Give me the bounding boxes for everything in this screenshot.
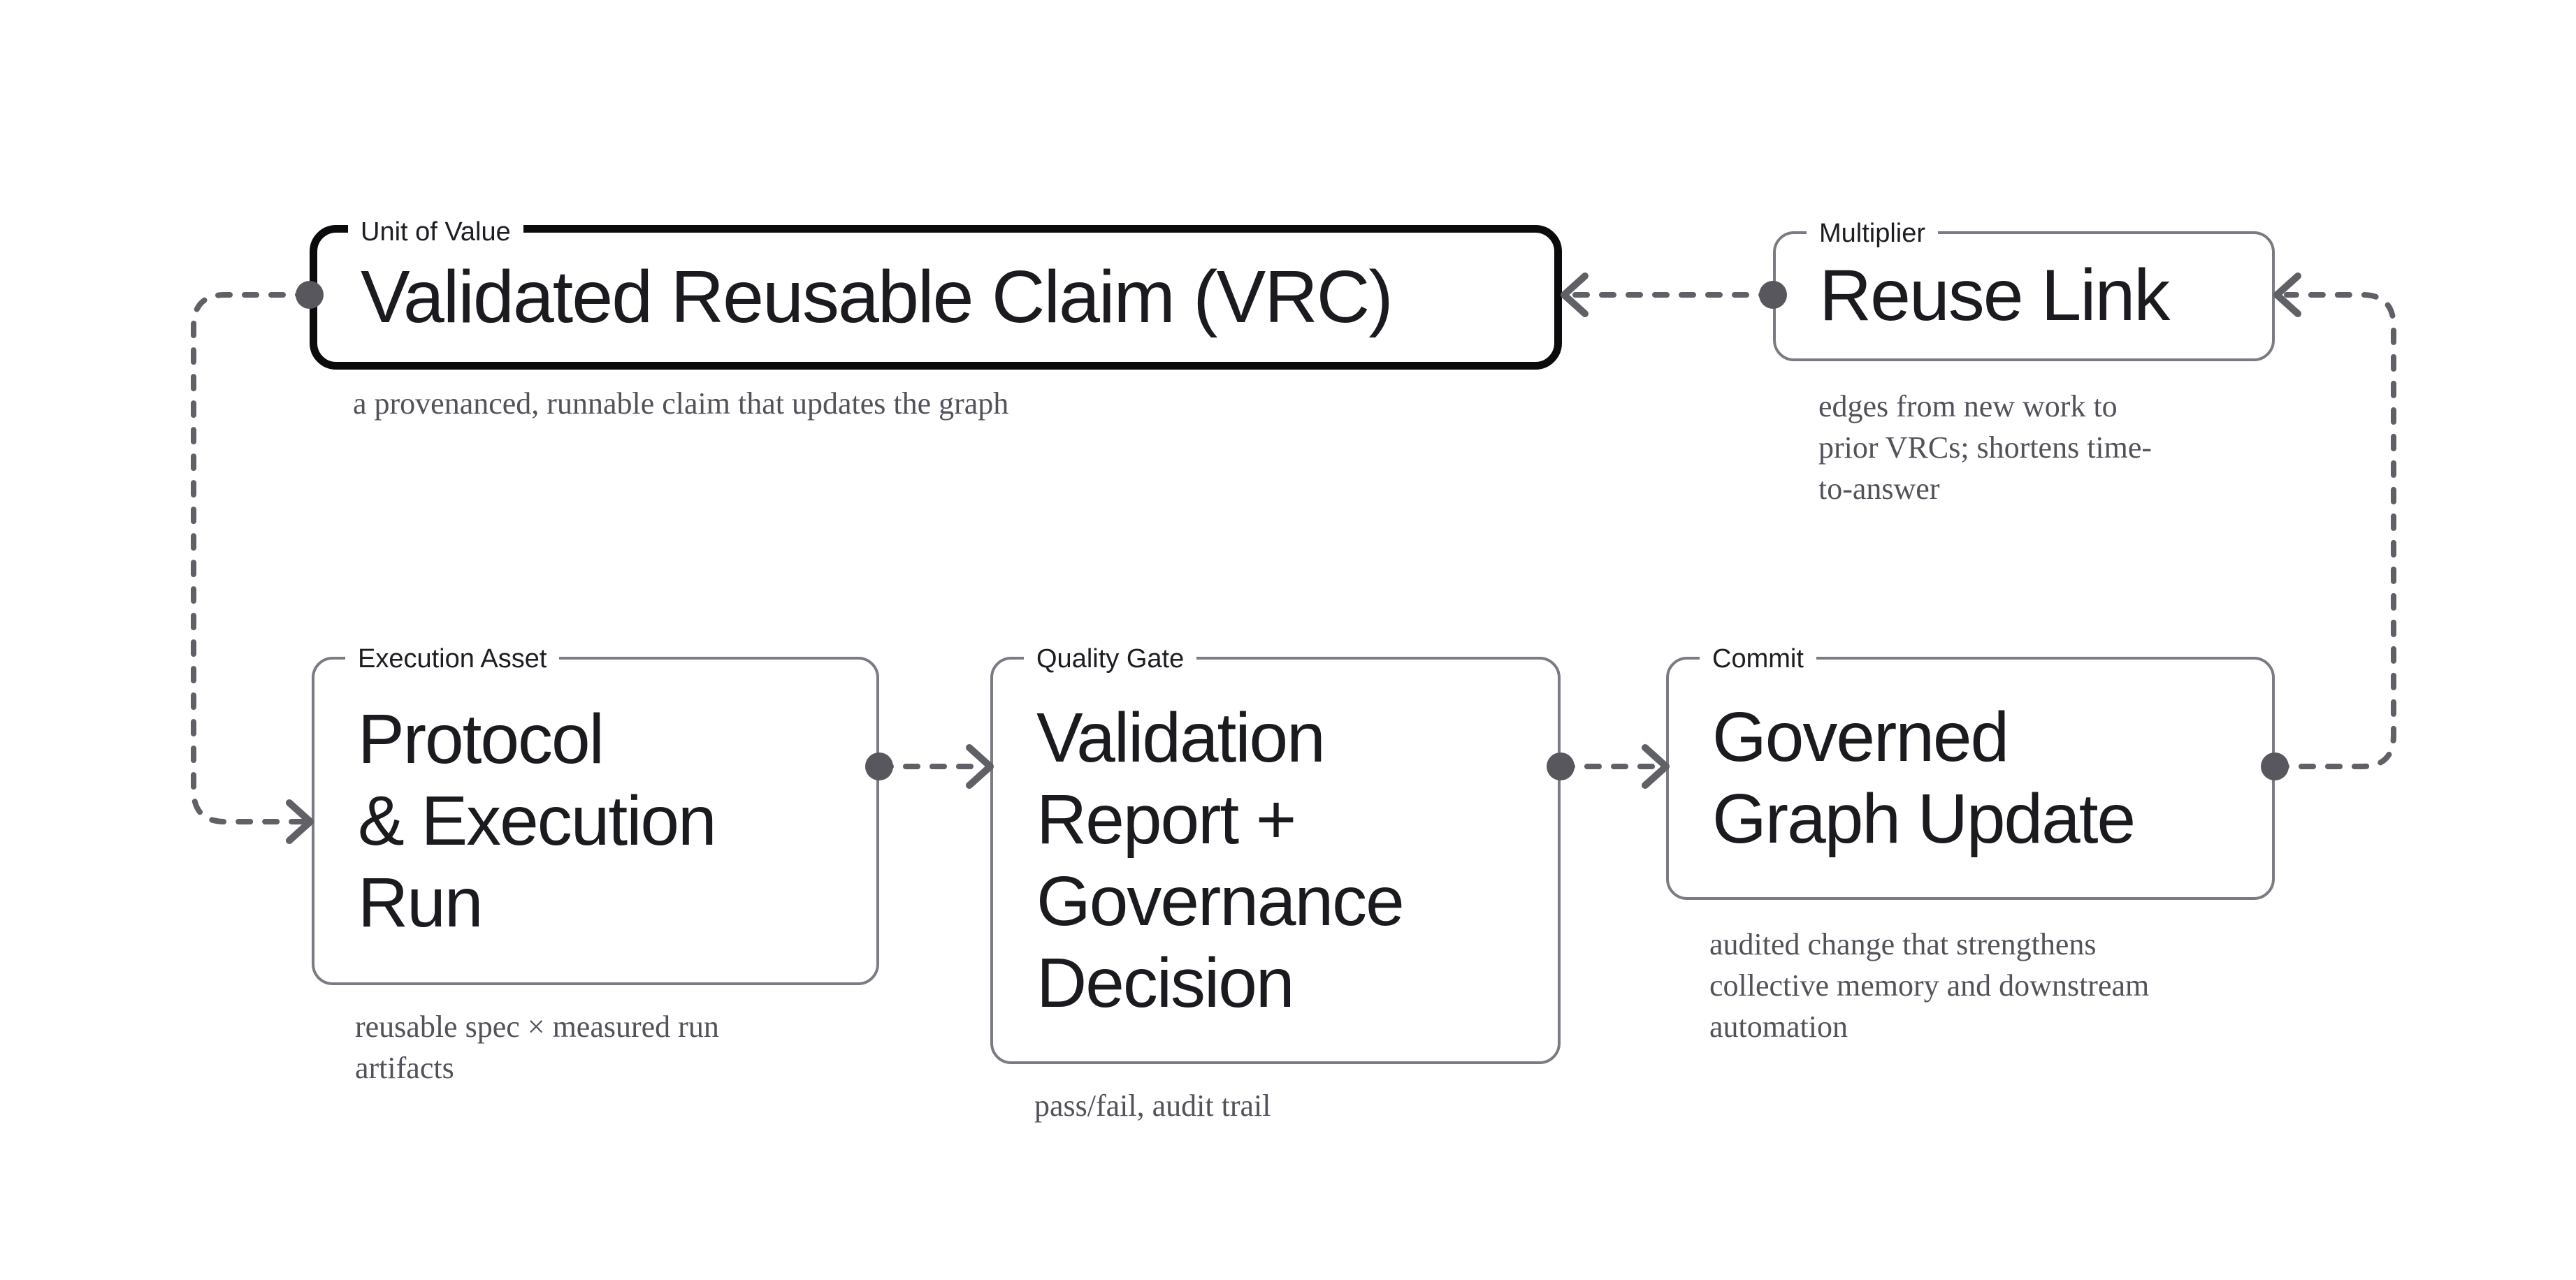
node-tag-unit-of-value: Unit of Value xyxy=(348,217,523,248)
arrowhead-left-icon xyxy=(1561,272,1589,317)
caption-line: audited change that strengthens xyxy=(1709,927,2097,961)
caption-line: reusable spec × measured run xyxy=(355,1010,719,1044)
caption-vrc: a provenanced, runnable claim that updat… xyxy=(353,383,1008,424)
edge-governed-to-reuse-link xyxy=(2261,272,2396,780)
title-line: Protocol xyxy=(358,699,605,778)
edge-protocol-to-validation xyxy=(865,744,994,789)
edge-line xyxy=(191,292,312,824)
node-title-governed: Governed Graph Update xyxy=(1712,697,2272,860)
title-line: Report + xyxy=(1036,780,1296,859)
arrowhead-left-icon xyxy=(2273,272,2301,317)
title-line: Validated Reusable Claim (VRC) xyxy=(361,255,1394,338)
node-tag-execution-asset: Execution Asset xyxy=(345,643,560,675)
title-line: Decision xyxy=(1036,943,1295,1022)
title-line: & Execution xyxy=(358,781,717,860)
node-title-reuse-link: Reuse Link xyxy=(1819,258,2272,334)
arrowhead-right-icon xyxy=(966,744,994,789)
node-tag-quality-gate: Quality Gate xyxy=(1024,643,1197,675)
title-line: Governance xyxy=(1036,861,1405,940)
caption-line: collective memory and downstream xyxy=(1709,968,2150,1003)
caption-line: artifacts xyxy=(355,1051,454,1085)
node-title-protocol: Protocol & Execution Run xyxy=(358,699,876,944)
edge-reuse-link-to-vrc xyxy=(1561,272,1787,317)
caption-line: to-answer xyxy=(1818,472,1940,506)
edge-line xyxy=(2272,292,2396,769)
node-validated-reusable-claim: Unit of Value Validated Reusable Claim (… xyxy=(310,217,1562,370)
arrowhead-right-icon xyxy=(1642,744,1670,789)
node-tag-multiplier: Multiplier xyxy=(1807,218,1939,249)
node-title-validation: Validation Report + Governance Decision xyxy=(1036,697,1558,1024)
caption-line: pass/fail, audit trail xyxy=(1034,1089,1271,1123)
edge-validation-to-governed xyxy=(1547,744,1670,789)
caption-reuse-link: edges from new work to prior VRCs; short… xyxy=(1818,386,2152,509)
title-line: Validation xyxy=(1036,698,1326,777)
caption-validation: pass/fail, audit trail xyxy=(1034,1085,1271,1126)
arrowhead-right-icon xyxy=(286,799,314,844)
title-line: Reuse Link xyxy=(1819,255,2170,337)
caption-line: a provenanced, runnable claim that updat… xyxy=(353,386,1009,421)
title-line: Governed xyxy=(1712,698,2009,776)
caption-line: edges from new work to xyxy=(1818,389,2118,423)
title-line: Graph Update xyxy=(1712,780,2136,858)
node-validation-report: Quality Gate Validation Report + Governa… xyxy=(990,643,1561,1064)
caption-line: automation xyxy=(1709,1010,1848,1044)
node-reuse-link: Multiplier Reuse Link xyxy=(1773,218,2275,361)
edge-vrc-to-protocol xyxy=(191,281,324,844)
caption-protocol: reusable spec × measured run artifacts xyxy=(355,1006,719,1089)
caption-line: prior VRCs; shortens time- xyxy=(1818,430,2152,465)
node-protocol-execution-run: Execution Asset Protocol & Execution Run xyxy=(312,643,879,985)
node-tag-commit: Commit xyxy=(1700,643,1816,675)
title-line: Run xyxy=(358,863,483,942)
caption-governed: audited change that strengthens collecti… xyxy=(1709,924,2149,1047)
node-title-vrc: Validated Reusable Claim (VRC) xyxy=(361,255,1554,338)
node-governed-graph-update: Commit Governed Graph Update xyxy=(1666,643,2275,900)
